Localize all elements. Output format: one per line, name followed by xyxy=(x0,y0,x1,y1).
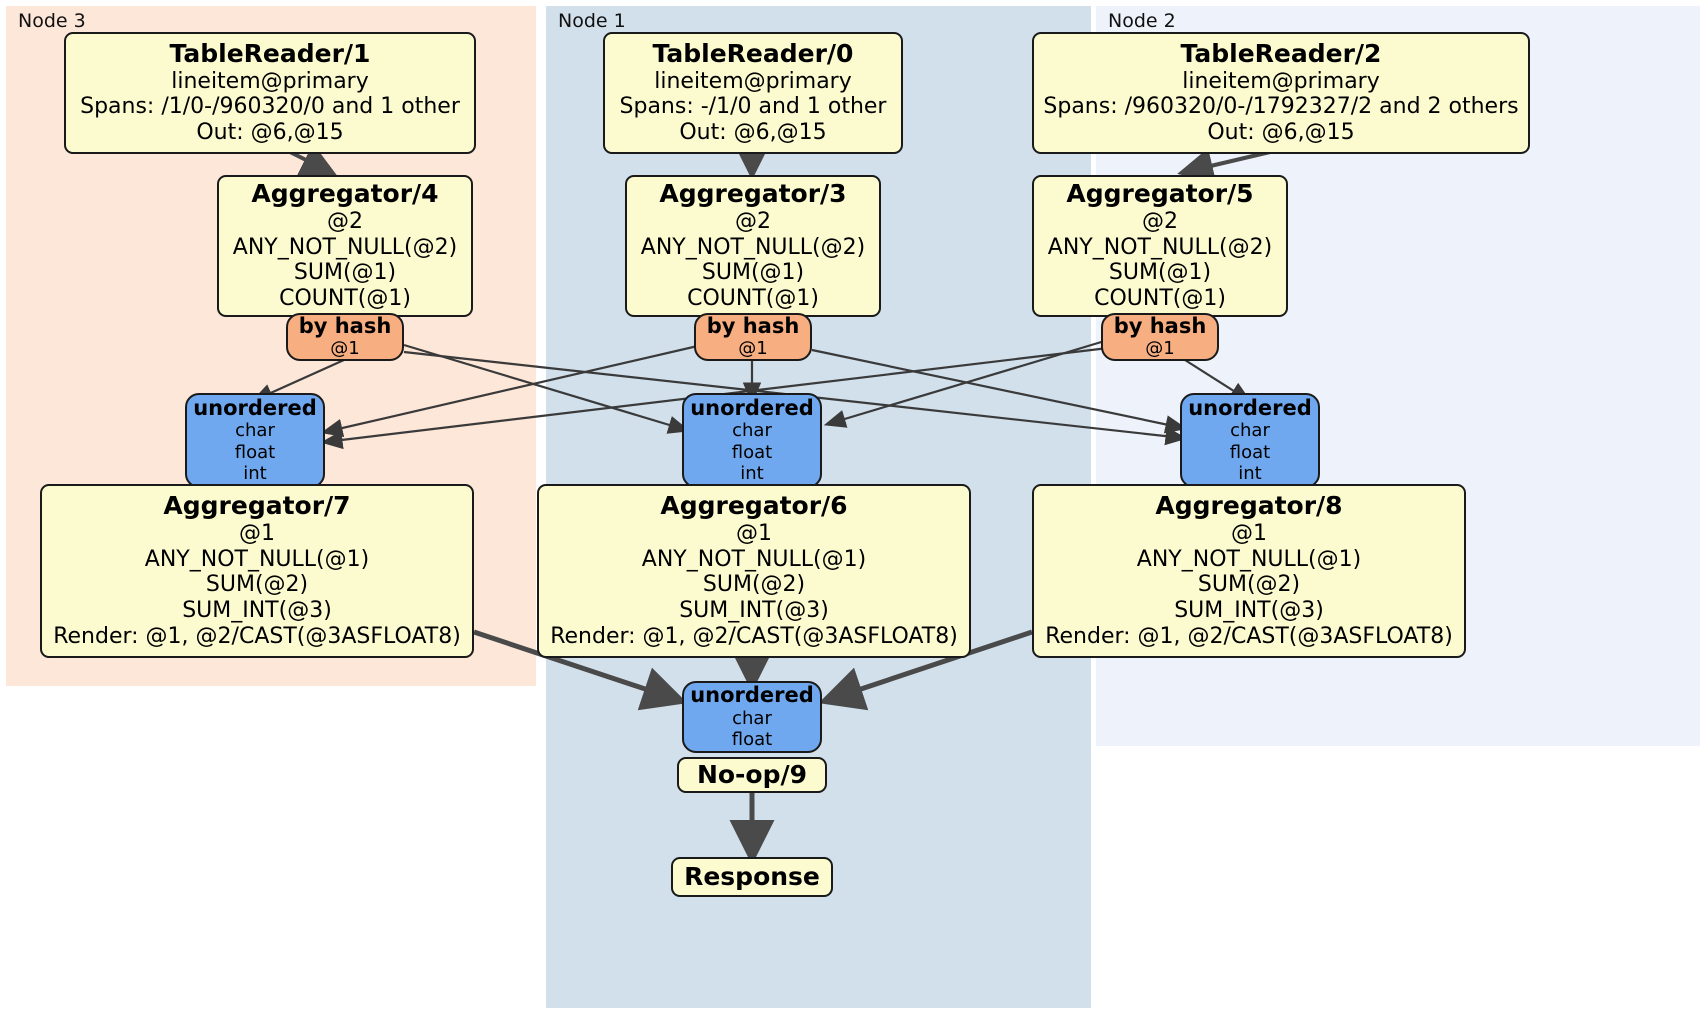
router-by-hash-node3[interactable]: by hash @1 xyxy=(286,313,404,361)
processor-aggregator-7[interactable]: Aggregator/7 @1 ANY_NOT_NULL(@1) SUM(@2)… xyxy=(40,484,474,658)
router-line: @1 xyxy=(330,338,360,360)
router-line: int xyxy=(243,463,267,485)
processor-title: No-op/9 xyxy=(696,759,808,789)
processor-response[interactable]: Response xyxy=(671,857,833,897)
cluster-label-node-3: Node 3 xyxy=(18,10,86,32)
edge-hashM-syncL xyxy=(320,343,703,438)
processor-line: @2 xyxy=(735,208,771,234)
processor-line: Render: @1, @2/CAST(@3ASFLOAT8) xyxy=(53,623,461,649)
processor-title: Aggregator/8 xyxy=(1155,491,1343,521)
router-unordered-node3[interactable]: unordered char float int xyxy=(185,393,325,488)
edge-tr2-agg5 xyxy=(1177,148,1271,184)
processor-aggregator-6[interactable]: Aggregator/6 @1 ANY_NOT_NULL(@1) SUM(@2)… xyxy=(537,484,971,658)
processor-aggregator-3[interactable]: Aggregator/3 @2 ANY_NOT_NULL(@2) SUM(@1)… xyxy=(625,175,881,317)
processor-aggregator-4[interactable]: Aggregator/4 @2 ANY_NOT_NULL(@2) SUM(@1)… xyxy=(217,175,473,317)
router-by-hash-node1[interactable]: by hash @1 xyxy=(694,313,812,361)
processor-line: Out: @6,@15 xyxy=(1207,120,1355,146)
processor-line: Render: @1, @2/CAST(@3ASFLOAT8) xyxy=(550,623,958,649)
processor-line: SUM_INT(@3) xyxy=(1174,598,1324,624)
router-line: float xyxy=(234,441,276,463)
processor-line: ANY_NOT_NULL(@2) xyxy=(232,234,458,260)
processor-line: @1 xyxy=(736,520,772,546)
processor-title: Aggregator/4 xyxy=(251,179,439,209)
cluster-label-node-1: Node 1 xyxy=(558,10,626,32)
router-title: unordered xyxy=(690,395,814,420)
router-line: int xyxy=(740,463,764,485)
router-line: char xyxy=(732,707,772,729)
processor-line: SUM(@1) xyxy=(293,260,397,286)
edge-agg7-syncfinal xyxy=(473,629,688,711)
router-title: unordered xyxy=(193,395,317,420)
processor-line: lineitem@primary xyxy=(171,68,369,94)
processor-tablereader-2[interactable]: TableReader/2 lineitem@primary Spans: /9… xyxy=(1032,32,1530,154)
processor-line: Spans: -/1/0 and 1 other xyxy=(619,94,887,120)
router-title: by hash xyxy=(706,314,800,339)
processor-tablereader-1[interactable]: TableReader/1 lineitem@primary Spans: /1… xyxy=(64,32,476,154)
router-line: @1 xyxy=(738,338,768,360)
processor-tablereader-0[interactable]: TableReader/0 lineitem@primary Spans: -/… xyxy=(603,32,903,154)
processor-title: TableReader/1 xyxy=(169,39,371,69)
router-by-hash-node2[interactable]: by hash @1 xyxy=(1101,313,1219,361)
processor-line: ANY_NOT_NULL(@1) xyxy=(641,546,867,572)
router-line: int xyxy=(1238,463,1262,485)
processor-line: ANY_NOT_NULL(@2) xyxy=(640,234,866,260)
router-unordered-node1[interactable]: unordered char float int xyxy=(682,393,822,488)
edge-agg8-syncfinal xyxy=(818,629,1033,711)
processor-title: Aggregator/6 xyxy=(660,491,848,521)
processor-aggregator-8[interactable]: Aggregator/8 @1 ANY_NOT_NULL(@1) SUM(@2)… xyxy=(1032,484,1466,658)
processor-line: SUM(@1) xyxy=(701,260,805,286)
processor-line: @1 xyxy=(1231,520,1267,546)
processor-line: Spans: /960320/0-/1792327/2 and 2 others xyxy=(1043,94,1519,120)
router-line: char xyxy=(1230,420,1270,442)
processor-line: SUM_INT(@3) xyxy=(182,598,332,624)
processor-line: lineitem@primary xyxy=(1182,68,1380,94)
processor-title: Aggregator/3 xyxy=(659,179,847,209)
processor-line: ANY_NOT_NULL(@2) xyxy=(1047,234,1273,260)
router-title: unordered xyxy=(1188,395,1312,420)
edge-hashR-syncM xyxy=(823,338,1109,428)
router-title: by hash xyxy=(1113,314,1207,339)
processor-line: @1 xyxy=(239,520,275,546)
processor-line: Spans: /1/0-/960320/0 and 1 other xyxy=(80,94,460,120)
router-line: float xyxy=(1229,441,1271,463)
processor-line: @2 xyxy=(327,208,363,234)
router-line: char xyxy=(235,420,275,442)
router-unordered-final[interactable]: unordered char float xyxy=(682,681,822,753)
processor-title: Aggregator/5 xyxy=(1066,179,1254,209)
processor-title: Aggregator/7 xyxy=(163,491,351,521)
router-title: unordered xyxy=(690,683,814,708)
edge-tr1-agg4 xyxy=(289,143,338,176)
router-title: by hash xyxy=(298,314,392,339)
processor-line: SUM(@2) xyxy=(1197,572,1301,598)
processor-line: Render: @1, @2/CAST(@3ASFLOAT8) xyxy=(1045,623,1453,649)
processor-line: COUNT(@1) xyxy=(687,285,819,311)
processor-line: SUM_INT(@3) xyxy=(679,598,829,624)
processor-line: SUM(@2) xyxy=(702,572,806,598)
processor-line: SUM(@2) xyxy=(205,572,309,598)
processor-line: lineitem@primary xyxy=(654,68,852,94)
processor-line: SUM(@1) xyxy=(1108,260,1212,286)
edge-hashL-syncM xyxy=(403,343,691,434)
router-line: char xyxy=(732,420,772,442)
processor-line: Out: @6,@15 xyxy=(196,120,344,146)
processor-no-op-9[interactable]: No-op/9 xyxy=(677,757,827,793)
processor-title: TableReader/2 xyxy=(1180,39,1382,69)
processor-aggregator-5[interactable]: Aggregator/5 @2 ANY_NOT_NULL(@2) SUM(@1)… xyxy=(1032,175,1288,317)
router-unordered-node2[interactable]: unordered char float int xyxy=(1180,393,1320,488)
processor-line: Out: @6,@15 xyxy=(679,120,827,146)
processor-title: Response xyxy=(684,861,820,891)
router-line: @1 xyxy=(1145,338,1175,360)
processor-line: @2 xyxy=(1142,208,1178,234)
processor-line: COUNT(@1) xyxy=(279,285,411,311)
router-line: float xyxy=(731,441,773,463)
processor-line: ANY_NOT_NULL(@1) xyxy=(144,546,370,572)
cluster-label-node-2: Node 2 xyxy=(1108,10,1176,32)
router-line: float xyxy=(731,729,773,751)
edge-hashM-syncR xyxy=(811,348,1188,434)
processor-title: TableReader/0 xyxy=(652,39,854,69)
processor-line: ANY_NOT_NULL(@1) xyxy=(1136,546,1362,572)
processor-line: COUNT(@1) xyxy=(1094,285,1226,311)
